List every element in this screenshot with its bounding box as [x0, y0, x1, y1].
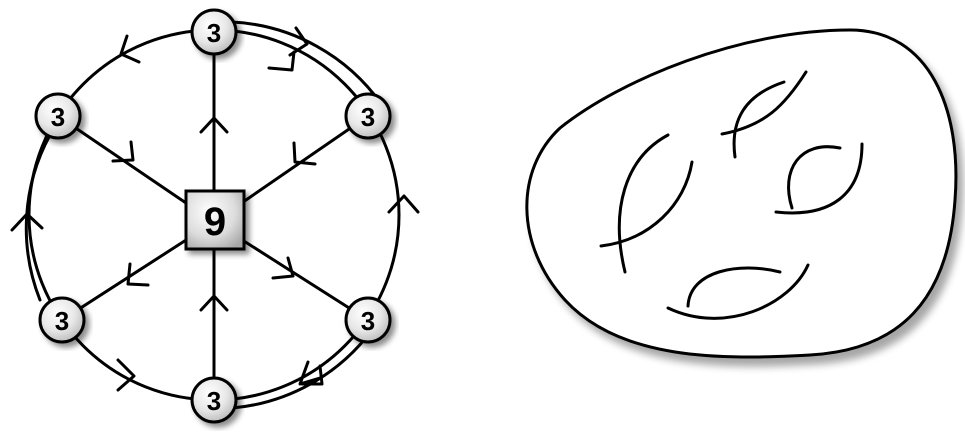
arrow-arc-right [389, 196, 418, 212]
surface-outline [527, 30, 956, 357]
surface-diagram [527, 30, 956, 357]
outer-node-lower-left: 3 [40, 298, 84, 342]
outer-node-upper-left: 3 [36, 94, 80, 138]
outer-node-top-label: 3 [207, 18, 221, 48]
outer-node-upper-left-label: 3 [51, 102, 65, 132]
center-node-label: 9 [204, 200, 226, 244]
outer-node-upper-right: 3 [346, 94, 390, 138]
outer-node-bottom: 3 [192, 378, 236, 422]
outer-node-top: 3 [192, 10, 236, 54]
outer-node-bottom-label: 3 [207, 386, 221, 416]
outer-node-upper-right-label: 3 [361, 102, 375, 132]
outer-node-lower-right-label: 3 [361, 306, 375, 336]
outer-node-lower-right: 3 [346, 298, 390, 342]
center-node: 9 [186, 191, 244, 249]
outer-node-lower-left-label: 3 [55, 306, 69, 336]
arrow-spoke-upper-left [113, 142, 133, 161]
arrow-arc-top-right [290, 28, 307, 55]
